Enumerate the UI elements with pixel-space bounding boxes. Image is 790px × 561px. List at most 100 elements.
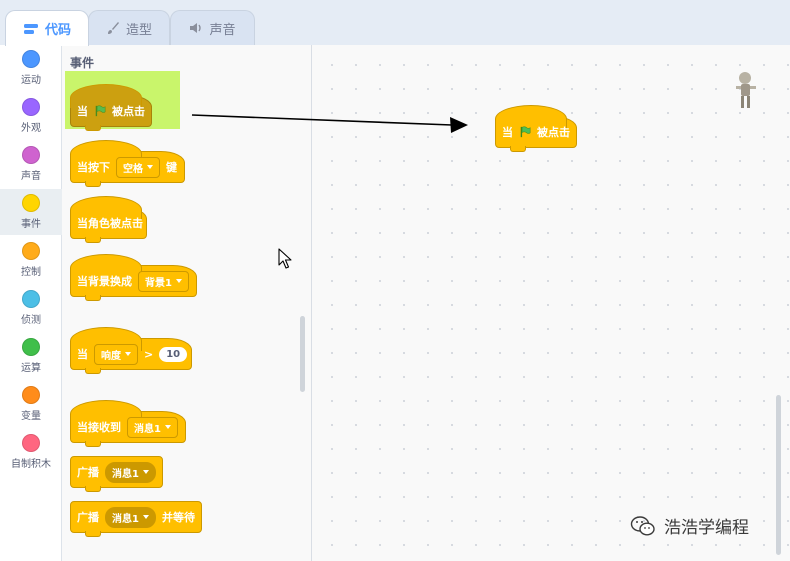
dropdown-value: 消息1 [112, 468, 139, 480]
category-label: 侦测 [21, 315, 41, 326]
tab-code[interactable]: 代码 [5, 10, 89, 46]
script-block-when-flag-clicked[interactable]: 当 被点击 [495, 105, 577, 152]
message-dropdown[interactable]: 消息1 [105, 506, 156, 528]
chevron-down-icon [142, 470, 149, 474]
block-notch [85, 441, 101, 447]
block-when-i-receive[interactable]: 当接收到 消息1 [70, 400, 186, 447]
category-my-blocks[interactable]: 自制积木 [0, 429, 62, 475]
dropdown-value: 空格 [123, 163, 143, 175]
category-label: 自制积木 [11, 459, 51, 470]
category-label: 控制 [21, 267, 41, 278]
speaker-icon [190, 23, 202, 33]
tab-costumes[interactable]: 造型 [88, 10, 170, 45]
block-text: 当角色被点击 [77, 217, 143, 230]
value-input[interactable]: 10 [159, 346, 188, 362]
tab-costumes-label: 造型 [125, 22, 152, 38]
block-when-backdrop-switches[interactable]: 当背景换成 背景1 [70, 254, 197, 301]
watermark: 浩浩学编程 [630, 513, 749, 538]
category-color-dot [22, 434, 40, 452]
chevron-down-icon [175, 279, 182, 283]
category-label: 运算 [21, 363, 41, 374]
category-color-dot [22, 386, 40, 404]
category-label: 运动 [21, 75, 41, 86]
dropdown-value: 背景1 [145, 277, 172, 289]
category-color-dot [22, 50, 40, 68]
block-text: 广播 [77, 466, 99, 479]
block-notch [510, 146, 526, 152]
sprite-thumbnail-icon [736, 72, 756, 108]
category-label: 声音 [21, 171, 41, 182]
category-menu: 运动 外观 声音 事件 控制 侦测 运算 变量 自制积木 [0, 45, 62, 561]
block-text: 当背景换成 [77, 275, 132, 288]
block-text: 当接收到 [77, 421, 121, 434]
chevron-down-icon [142, 515, 149, 519]
message-dropdown[interactable]: 消息1 [105, 461, 156, 483]
category-looks[interactable]: 外观 [0, 93, 62, 139]
block-text: 当 [77, 348, 88, 361]
green-flag-icon [520, 126, 531, 138]
category-events[interactable]: 事件 [0, 189, 62, 235]
category-label: 变量 [21, 411, 41, 422]
dropdown-value: 响度 [101, 350, 121, 362]
block-broadcast[interactable]: 广播 消息1 [70, 456, 163, 492]
tab-code-label: 代码 [44, 23, 71, 38]
block-text: 当 [77, 105, 88, 118]
dropdown-value: 消息1 [112, 513, 139, 525]
block-text: 当 [502, 126, 513, 139]
script-area-scrollbar[interactable] [776, 395, 781, 555]
palette-section-title: 事件 [70, 56, 95, 70]
message-dropdown[interactable]: 消息1 [127, 416, 178, 438]
block-text: > [144, 347, 154, 361]
mouse-cursor-icon [278, 248, 292, 269]
block-when-key-pressed[interactable]: 当按下 空格 键 [70, 140, 185, 187]
category-color-dot [22, 290, 40, 308]
chevron-down-icon [147, 165, 153, 169]
tab-sounds-label: 声音 [209, 22, 236, 38]
key-dropdown[interactable]: 空格 [116, 156, 160, 178]
sensor-dropdown[interactable]: 响度 [94, 343, 138, 365]
palette-scrollbar[interactable] [300, 316, 305, 392]
editor-tab-bar: 代码 造型 声音 [0, 0, 790, 46]
category-sensing[interactable]: 侦测 [0, 285, 62, 331]
block-text: 被点击 [112, 105, 145, 118]
category-color-dot [22, 146, 40, 164]
block-notch [85, 181, 101, 187]
chevron-down-icon [125, 352, 131, 356]
wechat-icon [630, 515, 655, 536]
category-motion[interactable]: 运动 [0, 45, 62, 91]
tab-sounds[interactable]: 声音 [170, 10, 255, 45]
category-color-dot [22, 98, 40, 116]
block-text: 当按下 [77, 161, 110, 174]
dropdown-value: 消息1 [134, 423, 161, 435]
block-text: 键 [166, 161, 177, 174]
category-color-dot [22, 338, 40, 356]
category-label: 外观 [21, 123, 41, 134]
chevron-down-icon [164, 425, 171, 429]
backdrop-dropdown[interactable]: 背景1 [138, 270, 189, 292]
watermark-text: 浩浩学编程 [664, 518, 749, 538]
category-color-dot [22, 242, 40, 260]
green-flag-icon [95, 105, 106, 117]
category-variables[interactable]: 变量 [0, 381, 62, 427]
block-text: 被点击 [537, 126, 570, 139]
block-text: 广播 [77, 511, 99, 524]
block-when-greater-than[interactable]: 当 响度 > 10 [70, 327, 192, 374]
brush-icon [107, 22, 119, 34]
block-notch [85, 486, 101, 492]
block-palette: 事件 当 被点击 当按下 空格 键 当角色被点击 当背景换成 背景1 [62, 45, 312, 561]
block-when-flag-clicked[interactable]: 当 被点击 [70, 84, 152, 131]
category-control[interactable]: 控制 [0, 237, 62, 283]
script-area[interactable]: 当 被点击 浩浩学编程 [312, 45, 790, 561]
block-notch [85, 368, 101, 374]
category-operators[interactable]: 运算 [0, 333, 62, 379]
block-broadcast-and-wait[interactable]: 广播 消息1 并等待 [70, 501, 202, 537]
block-when-sprite-clicked[interactable]: 当角色被点击 [70, 196, 147, 243]
category-sound[interactable]: 声音 [0, 141, 62, 187]
block-text: 并等待 [161, 511, 195, 524]
block-notch [85, 531, 101, 537]
block-notch [85, 295, 101, 301]
category-label: 事件 [21, 219, 41, 230]
block-notch [85, 237, 101, 243]
category-color-dot [22, 194, 40, 212]
block-notch [85, 125, 101, 131]
